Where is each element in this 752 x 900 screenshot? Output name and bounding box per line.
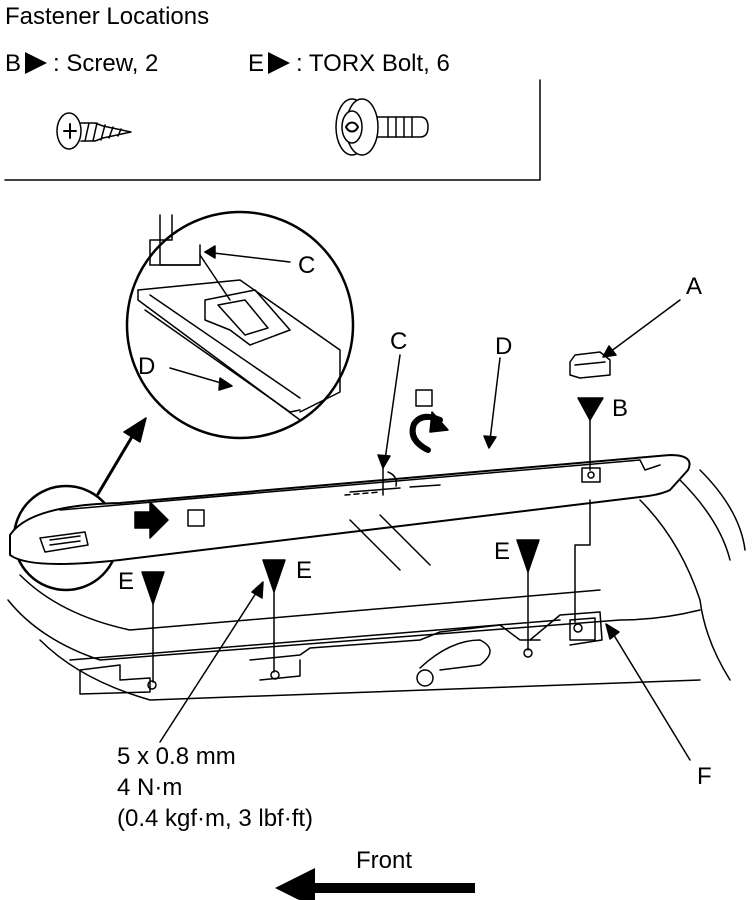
- screw-icon: [56, 112, 132, 150]
- trim-panel: [9, 454, 691, 565]
- leader-torque: [159, 589, 259, 743]
- front-label: Front: [356, 847, 413, 874]
- torx-bolt-icon: [335, 98, 429, 156]
- leader-d: [489, 357, 501, 441]
- callout-b: B: [612, 395, 629, 422]
- door-sill: [7, 469, 746, 701]
- callout-d-detail: D: [138, 353, 156, 380]
- lock-square-1: [415, 389, 433, 407]
- b-marker-icon: [25, 52, 48, 74]
- callout-e-3: E: [494, 538, 511, 565]
- zoom-arrow-head: [123, 417, 147, 443]
- callout-c: C: [390, 328, 408, 355]
- callout-f: F: [697, 763, 712, 790]
- lock-square-2: [187, 509, 205, 527]
- e-marker-1: [141, 571, 165, 605]
- e-marker-3: [516, 539, 540, 573]
- legend-key-e: E: [248, 50, 265, 77]
- legend-title: Fastener Locations: [5, 3, 210, 30]
- legend-box: [4, 79, 541, 181]
- detail-circle: [125, 210, 355, 440]
- legend-label-e: : TORX Bolt, 6: [296, 50, 450, 77]
- torque-size: 5 x 0.8 mm: [117, 743, 236, 770]
- b-marker-arrow: [577, 397, 604, 421]
- callout-e-2: E: [296, 557, 313, 584]
- legend-key-b: B: [5, 50, 22, 77]
- callout-d: D: [495, 333, 513, 360]
- callout-a: A: [686, 273, 703, 300]
- callout-e-1: E: [118, 568, 135, 595]
- legend-item-e: E : TORX Bolt, 6: [248, 52, 450, 76]
- clip-detail: [137, 214, 341, 421]
- push-arrow-icon: [134, 501, 169, 539]
- b-marker-arrow-lower: [574, 499, 591, 623]
- leader-c: [384, 354, 401, 461]
- e-marker-icon: [268, 52, 291, 74]
- torque-alt: (0.4 kgf·m, 3 lbf·ft): [117, 805, 314, 832]
- callout-c-detail: C: [298, 252, 316, 279]
- clip-a: [569, 351, 611, 379]
- e-marker-2: [262, 559, 286, 593]
- front-arrow-icon: [275, 868, 475, 900]
- leader-d-detail: [169, 367, 229, 386]
- legend-item-b: B : Screw, 2: [5, 52, 158, 76]
- rotate-arrow-icon: [409, 411, 449, 453]
- zoom-arrow-line: [96, 428, 138, 496]
- leader-c-detail: [204, 251, 291, 263]
- leader-f: [611, 631, 691, 761]
- torque-value: 4 N·m: [117, 774, 183, 801]
- leader-a: [609, 299, 681, 353]
- legend-label-b: : Screw, 2: [53, 50, 159, 77]
